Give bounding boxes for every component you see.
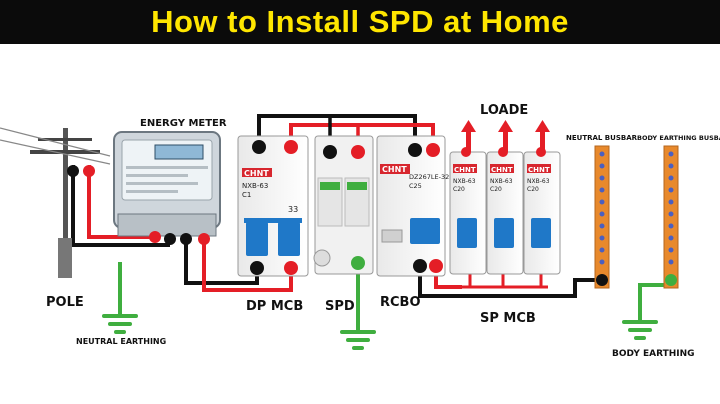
dp-model: NXB-63 — [242, 182, 268, 190]
body-earth-wire — [638, 283, 670, 320]
rcbo-rating: C25 — [409, 182, 422, 190]
earth-symbol-spd — [340, 330, 376, 350]
dp-neutral-to-rcbo — [257, 114, 417, 145]
earth-symbol-body — [622, 320, 658, 340]
body-earthing-busbar — [663, 145, 679, 289]
sp1-model: NXB-63 — [453, 178, 476, 185]
label-body-earthing: BODY EARTHING — [612, 349, 695, 359]
sp1-brand: CHNT — [454, 166, 476, 174]
rcbo-device — [376, 135, 446, 277]
load-arrows — [461, 120, 550, 152]
sp2-model: NXB-63 — [490, 178, 513, 185]
label-pole: POLE — [46, 295, 84, 310]
rcbo-model: DZ267LE-32 — [409, 173, 449, 181]
sp2-brand: CHNT — [491, 166, 513, 174]
title-bar: How to Install SPD at Home — [0, 0, 720, 44]
earth-symbol-neutral — [102, 314, 138, 334]
utility-pole — [0, 127, 111, 278]
dp-rating: C1 — [242, 191, 251, 199]
label-rcbo: RCBO — [380, 295, 421, 310]
pole-phase-drop — [87, 172, 155, 239]
rcbo-neutral-to-busbar — [418, 266, 598, 298]
label-neutral-busbar: NEUTRAL BUSBAR — [566, 134, 638, 142]
label-sp-mcb: SP MCB — [480, 311, 536, 326]
sp3-model: NXB-63 — [527, 178, 550, 185]
label-body-earthing-busbar: BODY EARTHING BUSBAR — [637, 134, 720, 142]
pole-neutral-drop — [71, 172, 170, 247]
dp-pole-mark: 33 — [288, 205, 298, 214]
rcbo-brand: CHNT — [382, 165, 407, 174]
label-energy-meter: ENERGY METER — [140, 118, 227, 129]
label-dp-mcb: DP MCB — [246, 299, 303, 314]
label-loade: LOADE — [480, 103, 528, 118]
sp3-rating: C20 — [527, 186, 539, 193]
page-title: How to Install SPD at Home — [151, 4, 569, 39]
terminal-dots — [67, 140, 677, 286]
sp1-rating: C20 — [453, 186, 465, 193]
meter-phase-out — [202, 239, 293, 292]
spd-device — [313, 135, 374, 275]
energy-meter — [113, 131, 221, 237]
neutral-busbar — [594, 145, 610, 289]
dp-phase-to-rcbo — [289, 123, 435, 145]
sp2-rating: C20 — [490, 186, 502, 193]
sp3-brand: CHNT — [528, 166, 550, 174]
label-spd: SPD — [325, 299, 355, 314]
dp-brand: CHNT — [244, 169, 269, 178]
label-neutral-earthing: NEUTRAL EARTHING — [76, 337, 166, 346]
sp-mcb-group — [449, 151, 561, 275]
dp-mcb — [237, 135, 309, 277]
